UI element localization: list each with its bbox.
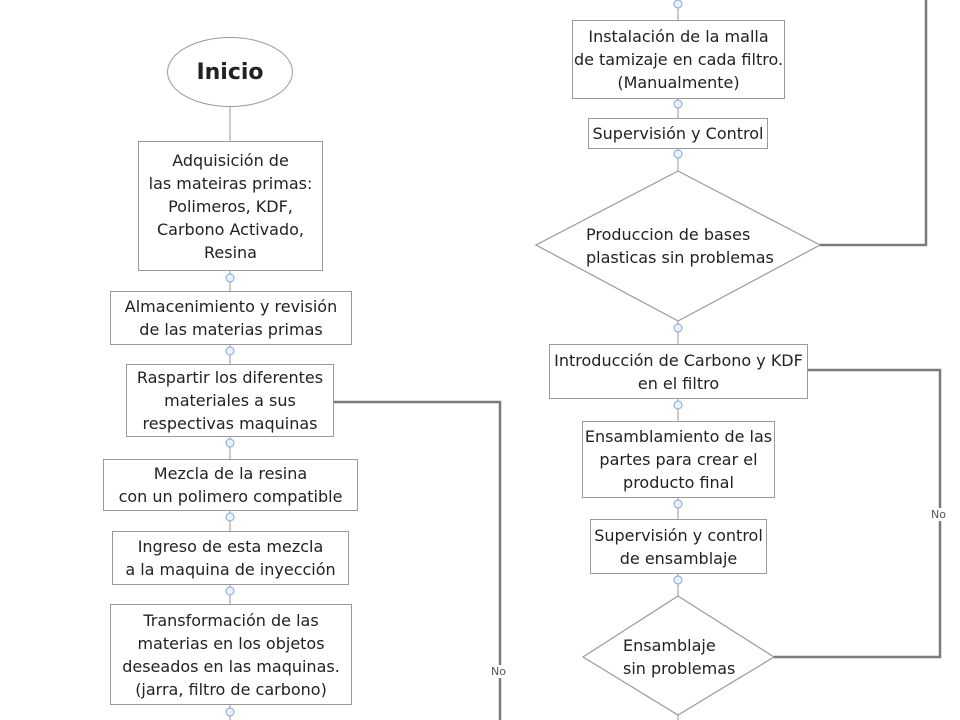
- step-transformation: Transformación de las materias en los ob…: [110, 604, 352, 705]
- decision-diamond-production: [534, 170, 822, 322]
- step-acquisition: Adquisición de las mateiras primas: Poli…: [138, 141, 323, 271]
- loop-label-left-no: No: [490, 665, 507, 678]
- step-mesh-install: Instalación de la malla de tamizaje en c…: [572, 20, 785, 99]
- connector-dots: [225, 0, 683, 717]
- start-label: Inicio: [196, 59, 264, 85]
- step-supervision: Supervisión y Control: [588, 118, 768, 149]
- loop-label-assembly-no: No: [930, 508, 947, 521]
- step-mixing: Mezcla de la resina con un polimero comp…: [103, 459, 358, 511]
- step-assembly-supervision: Supervisión y control de ensamblaje: [590, 519, 767, 574]
- step-distribution: Raspartir los diferentes materiales a su…: [126, 364, 334, 437]
- decision-assembly-text: Ensamblaje sin problemas: [623, 636, 736, 678]
- decision-production-text: Produccion de bases plasticas sin proble…: [586, 225, 774, 267]
- step-assembly: Ensamblamiento de las partes para crear …: [582, 421, 775, 498]
- step-carbon-kdf: Introducción de Carbono y KDF en el filt…: [549, 344, 808, 399]
- start-node: Inicio: [167, 37, 293, 107]
- step-injection: Ingreso de esta mezcla a la maquina de i…: [112, 531, 349, 585]
- decision-diamond-assembly: [581, 595, 776, 716]
- step-storage: Almacenimiento y revisión de las materia…: [110, 291, 352, 345]
